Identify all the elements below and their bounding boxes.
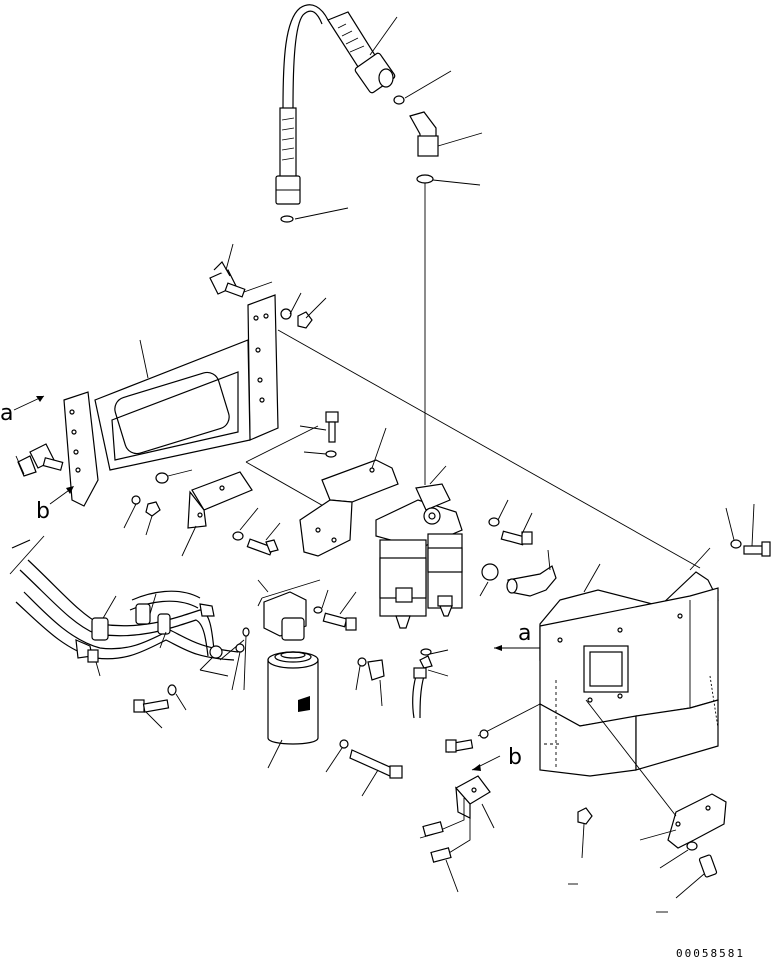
stray-marks bbox=[568, 883, 668, 913]
washer-nut-left bbox=[123, 469, 193, 536]
cover-panel bbox=[539, 587, 719, 777]
bolt-top-right bbox=[725, 503, 771, 557]
nut-lower bbox=[577, 807, 593, 859]
long-bolt bbox=[325, 739, 403, 797]
filter-head-bracket bbox=[299, 427, 399, 557]
svg-text:a: a bbox=[0, 401, 13, 426]
dual-filter bbox=[375, 465, 463, 629]
upper-clamp bbox=[209, 243, 273, 298]
label-a-left: a bbox=[0, 395, 45, 426]
drawing-number: 00058581 bbox=[676, 947, 745, 960]
label-a-right: a bbox=[494, 621, 540, 651]
svg-text:b: b bbox=[36, 499, 50, 524]
bolt-lower-left bbox=[133, 684, 187, 729]
spin-on-filter bbox=[267, 651, 319, 769]
label-b-left: b bbox=[36, 486, 74, 524]
washer-nut-upper bbox=[280, 292, 327, 329]
plug-fitting bbox=[355, 657, 385, 707]
o-ring-mid bbox=[416, 174, 481, 485]
bracket-plate-large bbox=[94, 294, 279, 471]
o-ring-top bbox=[393, 70, 452, 105]
left-clamp bbox=[15, 443, 64, 477]
inspection-cover bbox=[585, 699, 727, 899]
svg-text:b: b bbox=[508, 745, 522, 770]
lower-bolt-pair bbox=[445, 703, 541, 753]
upper-hose bbox=[282, 4, 398, 109]
center-bolt bbox=[299, 411, 339, 458]
hose-end-fitting bbox=[275, 107, 349, 223]
svg-text:a: a bbox=[518, 621, 531, 646]
side-plate-left bbox=[63, 391, 99, 507]
small-bracket bbox=[181, 425, 349, 557]
filter-head bbox=[231, 579, 357, 691]
drain-hose bbox=[412, 648, 449, 719]
reference-line-long bbox=[277, 329, 701, 569]
filter-outlet-fittings bbox=[479, 499, 557, 597]
hose-bundle-left bbox=[9, 535, 245, 677]
lower-bracket bbox=[419, 775, 495, 893]
elbow-fitting bbox=[409, 111, 483, 157]
label-b-right: b bbox=[471, 745, 522, 771]
